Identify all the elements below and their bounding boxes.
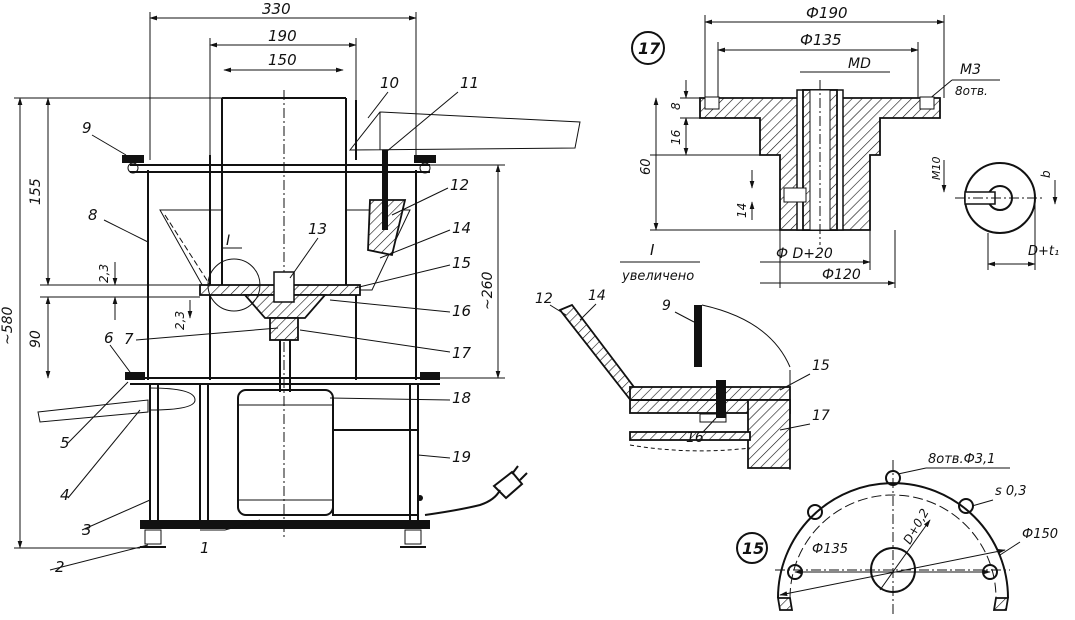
- dim-580: ~580: [0, 306, 16, 345]
- callout-2: 2: [55, 558, 65, 576]
- p17-dim-holes: 8отв.: [955, 84, 988, 98]
- callout-17: 17: [452, 344, 472, 362]
- part-17-section: 17 Ф190 Ф135 MD M3 8отв.: [631, 4, 1059, 288]
- p17-dim-m10: M10: [930, 157, 943, 181]
- callout-5: 5: [60, 434, 70, 452]
- detail-callout-14: 14: [588, 288, 606, 304]
- part-15-plate: 15 8отв.Ф3,1 s 0,3 D+0,2 Ф135 Ф150: [736, 452, 1058, 615]
- callout-8: 8: [88, 206, 98, 224]
- detail-callout-15: 15: [812, 358, 830, 374]
- dim-150: 150: [268, 51, 297, 69]
- dim-2-3-a: 2,3: [97, 264, 111, 283]
- callout-10: 10: [380, 74, 399, 92]
- detail-I-title: I: [650, 241, 655, 259]
- detail-I-subtitle: увеличено: [621, 269, 694, 284]
- p15-dim-holes: 8отв.Ф3,1: [928, 452, 995, 467]
- p15-dim-dD02: D+0,2: [900, 506, 931, 546]
- callout-12: 12: [450, 176, 469, 194]
- dim-190: 190: [268, 27, 297, 45]
- main-assembly-view: 330 190 150: [0, 0, 581, 576]
- dim-90: 90: [28, 330, 44, 348]
- p17-dim-dt: D+t₁: [1028, 244, 1059, 259]
- main-callouts: 1 2 3 4 5 6 7 8 9 10 11 12 13: [49, 74, 479, 576]
- detail-callout-9: 9: [662, 298, 671, 314]
- dim-330: 330: [262, 0, 291, 18]
- p17-dim-b: b: [1039, 170, 1053, 178]
- dim-155: 155: [28, 178, 44, 205]
- callout-15: 15: [452, 254, 471, 272]
- callout-11: 11: [460, 74, 479, 92]
- callout-9: 9: [82, 119, 92, 137]
- detail-callout-16: 16: [686, 430, 704, 446]
- callout-14: 14: [452, 219, 471, 237]
- p17-dim-h14: 14: [735, 203, 749, 218]
- callout-18: 18: [452, 389, 471, 407]
- p17-dim-m3: M3: [960, 62, 981, 78]
- p17-dim-dD20: Ф D+20: [776, 246, 833, 262]
- dim-2-3-b: 2,3: [173, 311, 187, 330]
- p15-dim-d135: Ф135: [812, 542, 848, 557]
- callout-4: 4: [60, 486, 70, 504]
- p17-dim-md: MD: [848, 56, 871, 72]
- callout-6: 6: [104, 329, 114, 347]
- p15-dim-d150: Ф150: [1022, 527, 1058, 542]
- callout-1: 1: [200, 539, 210, 557]
- p15-dim-s: s 0,3: [995, 484, 1027, 499]
- dim-260: ~260: [480, 271, 496, 310]
- callout-16: 16: [452, 302, 471, 320]
- detail-callout-17: 17: [812, 408, 830, 424]
- detail-callout-12: 12: [535, 291, 553, 307]
- p17-dim-d190: Ф190: [806, 4, 848, 22]
- detail-mark-I: I: [226, 233, 230, 249]
- callout-13: 13: [308, 220, 327, 238]
- callout-7: 7: [124, 330, 134, 348]
- p17-dim-d120: Ф120: [822, 267, 861, 283]
- p17-dim-d135: Ф135: [800, 31, 842, 49]
- callout-3: 3: [82, 521, 92, 539]
- detail-I-view: I увеличено 12 14 9 15 16 17: [535, 241, 830, 470]
- callout-19: 19: [452, 448, 471, 466]
- p17-dim-h60: 60: [639, 158, 654, 175]
- p17-dim-h16: 16: [669, 129, 683, 145]
- part-17-badge: 17: [638, 39, 661, 58]
- p17-dim-h8: 8: [669, 102, 683, 110]
- part-15-badge: 15: [742, 539, 764, 558]
